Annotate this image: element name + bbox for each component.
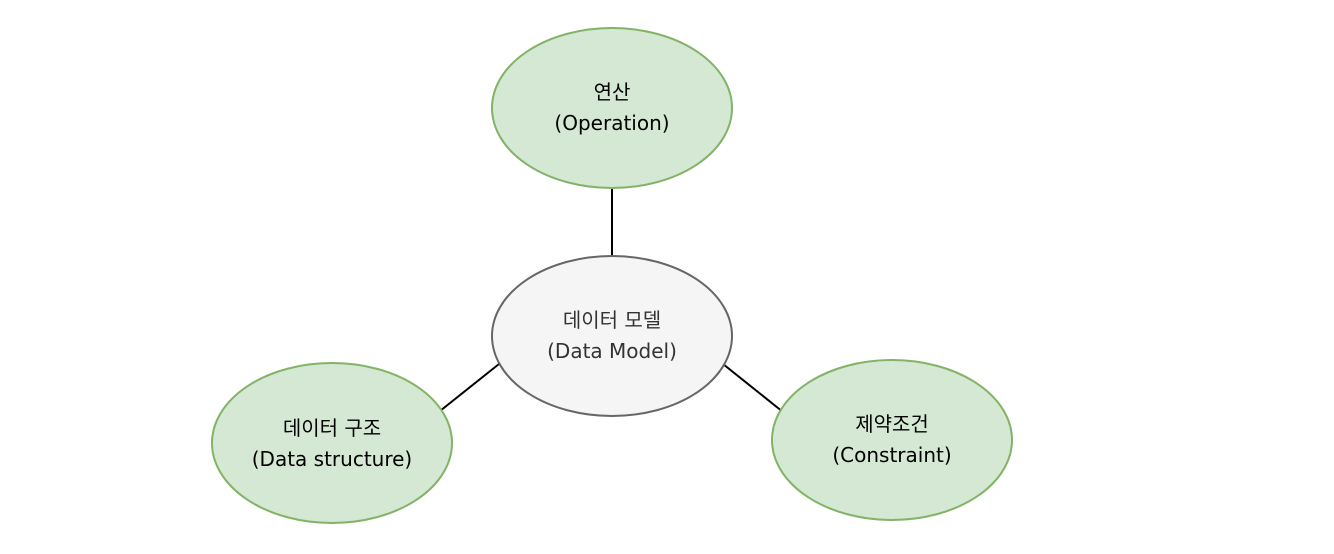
node-operation-label-en: (Operation)	[554, 111, 669, 135]
node-data-structure-shape	[211, 362, 453, 524]
node-constraint-shape	[771, 359, 1013, 521]
node-operation-shape	[491, 27, 733, 189]
node-operation-label-ko: 연산	[594, 80, 631, 104]
node-data-model-label-en: (Data Model)	[547, 339, 677, 363]
node-data-model-label-ko: 데이터 모델	[563, 308, 661, 332]
node-constraint[interactable]: 제약조건 (Constraint)	[771, 359, 1013, 521]
connector-right	[722, 363, 784, 413]
node-data-structure-label-ko: 데이터 구조	[283, 416, 381, 440]
connector-left	[439, 363, 500, 412]
node-data-structure-label-en: (Data structure)	[252, 447, 412, 471]
node-constraint-label-en: (Constraint)	[832, 443, 951, 467]
node-operation[interactable]: 연산 (Operation)	[491, 27, 733, 189]
node-data-structure[interactable]: 데이터 구조 (Data structure)	[211, 362, 453, 524]
node-data-model-shape	[491, 255, 733, 417]
node-constraint-label-ko: 제약조건	[855, 412, 929, 436]
node-data-model[interactable]: 데이터 모델 (Data Model)	[491, 255, 733, 417]
